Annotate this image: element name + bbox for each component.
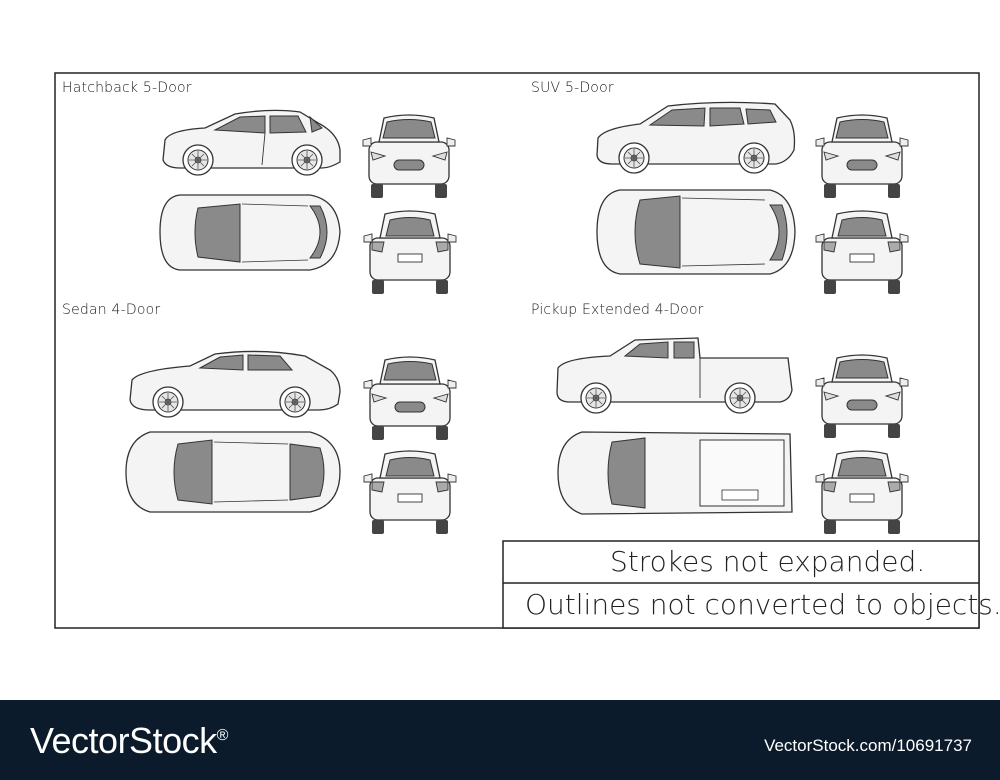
- sedan-front-view: [363, 356, 457, 441]
- section-label-sedan: Sedan 4-Door: [62, 302, 161, 318]
- pickup-side-view: [556, 337, 793, 414]
- pickup-rear-view: [815, 450, 909, 535]
- section-label-suv: SUV 5-Door: [531, 80, 614, 96]
- section-label-hatchback: Hatchback 5-Door: [62, 80, 192, 96]
- image-id: VectorStock.com/10691737: [764, 736, 972, 755]
- notes-box: [502, 540, 980, 629]
- hatchback-top-view: [159, 194, 341, 271]
- suv-top-view: [596, 189, 796, 275]
- brand-name: VectorStock: [30, 720, 217, 761]
- pickup-front-view: [815, 354, 909, 439]
- suv-rear-view: [815, 210, 909, 295]
- suv-side-view: [596, 101, 796, 174]
- footer-bar: VectorStock® VectorStock.com/10691737: [0, 700, 1000, 780]
- hatchback-rear-view: [363, 210, 457, 295]
- sedan-side-view: [129, 350, 341, 418]
- vehicle-drawings: [54, 72, 980, 629]
- blueprint-sheet: Hatchback 5-Door SUV 5-Door Sedan 4-Door…: [54, 72, 1000, 629]
- note-strokes: Strokes not expanded.: [610, 545, 926, 578]
- brand-logo: VectorStock®: [30, 720, 228, 762]
- sedan-top-view: [125, 431, 341, 513]
- sedan-rear-view: [363, 450, 457, 535]
- hatchback-side-view: [162, 109, 341, 176]
- section-label-pickup: Pickup Extended 4-Door: [531, 302, 704, 318]
- note-outlines: Outlines not converted to objects.: [525, 588, 1000, 621]
- registered-mark: ®: [216, 727, 229, 744]
- hatchback-front-view: [362, 114, 456, 199]
- suv-front-view: [815, 114, 909, 199]
- pickup-top-view: [557, 431, 793, 515]
